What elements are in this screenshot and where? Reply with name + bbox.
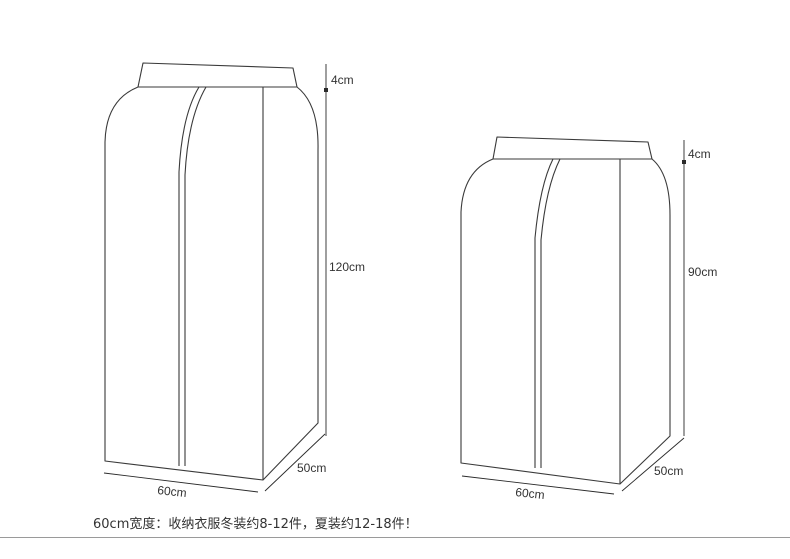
small-width-dim-label: 60cm — [515, 485, 546, 502]
small-top-dim-marker — [682, 160, 686, 164]
small-bag-zipper-left — [534, 158, 554, 468]
large-bag-top-strip — [137, 62, 298, 88]
small-bag-top-strip — [492, 136, 653, 160]
large-bag-front — [104, 86, 264, 481]
large-garment-bag: 4cm 120cm 50cm 60cm — [103, 62, 365, 500]
small-bag-side — [619, 158, 671, 485]
large-top-dim-label: 4cm — [331, 73, 354, 87]
small-top-dim-label: 4cm — [688, 147, 711, 161]
large-height-dim-label: 120cm — [329, 260, 365, 274]
capacity-caption: 60cm宽度：收纳衣服冬装约8-12件，夏装约12-18件！ — [93, 517, 418, 532]
small-garment-bag: 4cm 90cm 50cm 60cm — [460, 136, 717, 502]
large-depth-dim-line — [264, 433, 326, 492]
large-bag-zipper-left — [178, 86, 200, 466]
large-top-dim-marker — [324, 88, 328, 92]
bottom-divider — [0, 537, 790, 538]
small-depth-dim-line — [621, 437, 685, 492]
large-bag-zipper-right — [184, 86, 207, 466]
small-depth-dim-label: 50cm — [654, 464, 683, 478]
large-bag-side — [262, 86, 319, 481]
large-width-dim-line — [103, 472, 259, 493]
large-depth-dim-label: 50cm — [297, 461, 326, 475]
small-width-dim-line — [461, 475, 615, 495]
small-bag-front — [460, 158, 621, 485]
small-bag-zipper-right — [540, 158, 561, 468]
large-width-dim-label: 60cm — [157, 483, 188, 500]
small-height-dim-label: 90cm — [688, 265, 717, 279]
